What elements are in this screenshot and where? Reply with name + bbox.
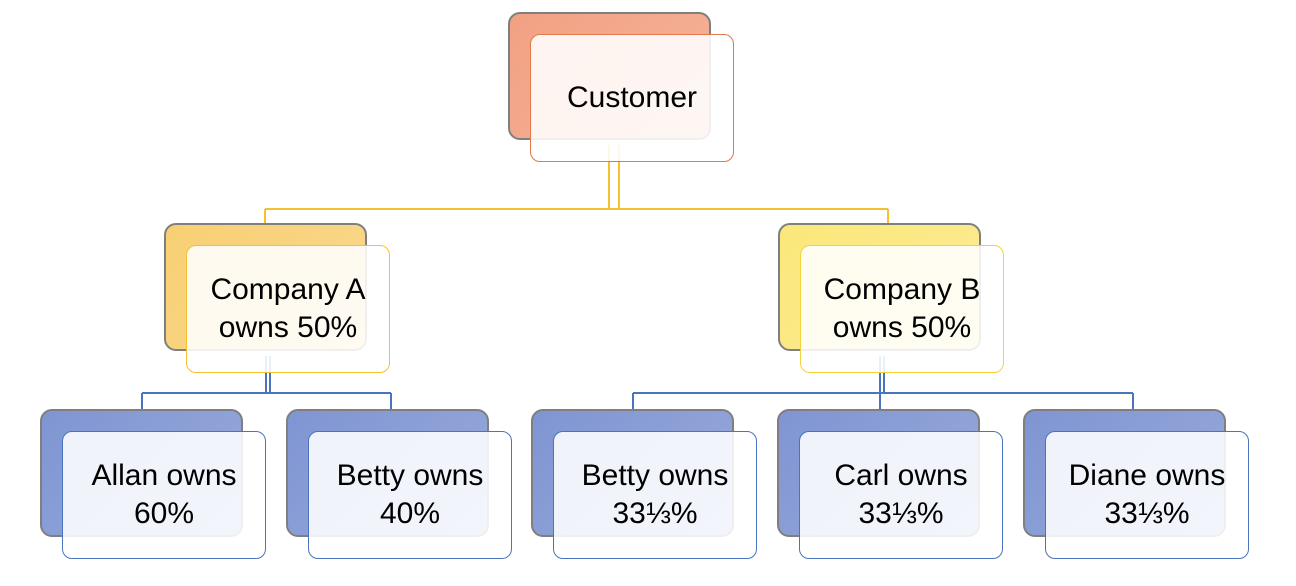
owner-label: Betty owns 40% xyxy=(336,459,484,530)
customer-node: Customer xyxy=(508,12,734,163)
company-b-node: Company B owns 50% xyxy=(778,223,1004,374)
owner-node-box: Carl owns 33⅓% xyxy=(799,431,1003,559)
owner-node-allan: Allan owns 60% xyxy=(40,409,266,559)
owner-node-box: Allan owns 60% xyxy=(62,431,266,559)
owner-label: Allan owns 60% xyxy=(91,459,237,530)
company-a-label: Company A owns 50% xyxy=(210,273,366,344)
owner-node-box: Betty owns 40% xyxy=(308,431,512,559)
customer-node-box: Customer xyxy=(530,34,734,162)
owner-node-box: Diane owns 33⅓% xyxy=(1045,431,1249,559)
owner-label: Carl owns 33⅓% xyxy=(834,459,968,530)
owner-node-betty-a: Betty owns 40% xyxy=(286,409,512,559)
company-a-node: Company A owns 50% xyxy=(164,223,390,374)
owner-label: Betty owns 33⅓% xyxy=(581,459,729,530)
owner-node-carl: Carl owns 33⅓% xyxy=(777,409,1003,559)
owner-node-betty-b: Betty owns 33⅓% xyxy=(531,409,757,559)
company-b-node-box: Company B owns 50% xyxy=(800,245,1004,373)
owner-label: Diane owns 33⅓% xyxy=(1068,459,1226,530)
owner-node-box: Betty owns 33⅓% xyxy=(553,431,757,559)
customer-label: Customer xyxy=(566,81,698,114)
company-b-label: Company B owns 50% xyxy=(823,273,981,344)
owner-node-diane: Diane owns 33⅓% xyxy=(1023,409,1249,559)
company-a-node-box: Company A owns 50% xyxy=(186,245,390,373)
